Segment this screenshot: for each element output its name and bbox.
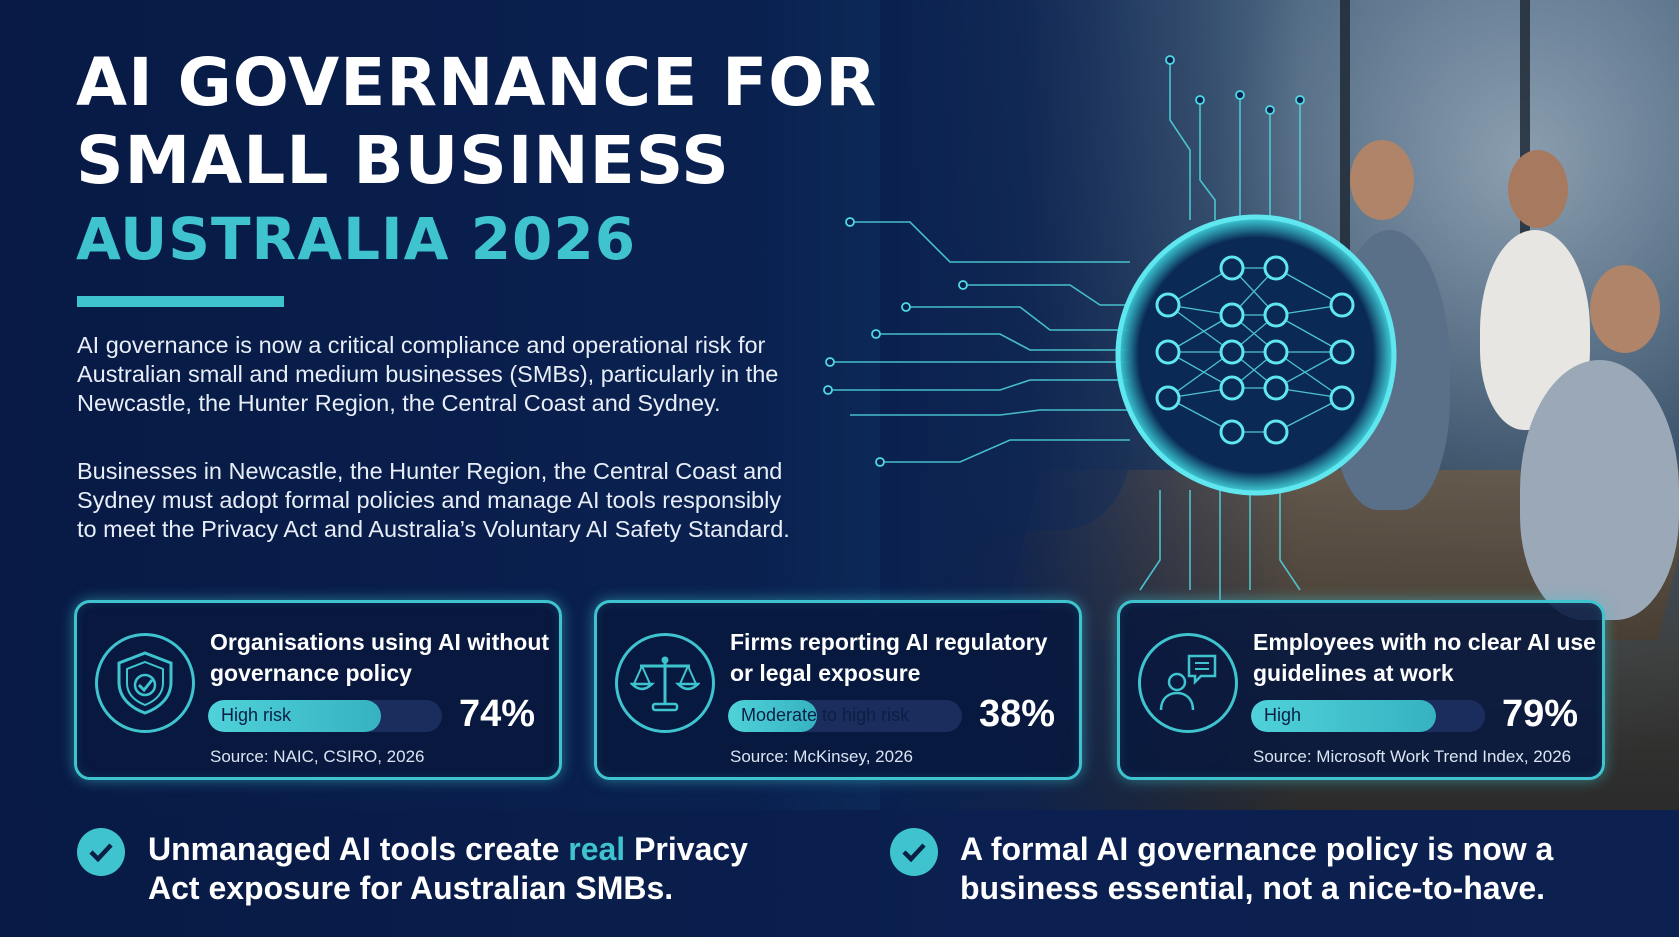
stat-title: Firms reporting AI regulatory or legal e… xyxy=(730,629,1048,686)
stat-source: Source: NAIC, CSIRO, 2026 xyxy=(210,747,425,766)
person-head xyxy=(1508,150,1568,228)
stat-card-legal-exposure: Firms reporting AI regulatory or legal e… xyxy=(594,600,1082,780)
intro-paragraph-1: AI governance is now a critical complian… xyxy=(77,332,779,416)
stat-source: Source: Microsoft Work Trend Index, 2026 xyxy=(1253,747,1572,766)
title-line-1: AI GOVERNANCE FOR xyxy=(76,44,878,121)
stat-card-ai-guidelines: Employees with no clear AI use guideline… xyxy=(1117,600,1605,780)
risk-bar: Moderate to high risk xyxy=(728,700,962,732)
title-line-2: SMALL BUSINESS xyxy=(76,122,730,199)
risk-bar: High risk xyxy=(208,700,442,732)
risk-label: Moderate to high risk xyxy=(741,705,910,725)
takeaway-privacy-exposure: Unmanaged AI tools create real Privacy A… xyxy=(148,830,788,908)
stat-percentage: 74% xyxy=(458,693,535,735)
stat-percentage: 38% xyxy=(978,693,1055,735)
person-seated-man xyxy=(1520,360,1679,620)
takeaways-band xyxy=(0,810,1679,937)
risk-bar-fill xyxy=(208,700,382,732)
checkmark-icon xyxy=(890,828,938,876)
window-frame xyxy=(1520,0,1530,250)
risk-bar-fill xyxy=(728,700,817,732)
window-frame xyxy=(1340,0,1350,250)
shield-check-icon xyxy=(95,633,195,733)
stat-percentage: 79% xyxy=(1501,693,1578,735)
takeaway-text: Unmanaged AI tools create xyxy=(148,831,569,867)
takeaway-policy-essential: A formal AI governance policy is now a b… xyxy=(960,831,1554,906)
risk-bar-fill xyxy=(1251,700,1436,732)
risk-bar: High xyxy=(1251,700,1485,732)
stat-title: Employees with no clear AI use guideline… xyxy=(1253,629,1596,686)
stat-title: Organisations using AI without governanc… xyxy=(210,629,550,686)
person-standing-man xyxy=(1330,230,1450,510)
person-chat-icon xyxy=(1138,633,1238,733)
person-head xyxy=(1350,140,1414,220)
person-head xyxy=(1590,265,1660,353)
risk-label: High xyxy=(1264,705,1302,725)
checkmark-icon xyxy=(77,828,125,876)
intro-paragraph-2: Businesses in Newcastle, the Hunter Regi… xyxy=(77,458,790,542)
stat-source: Source: McKinsey, 2026 xyxy=(730,747,913,766)
takeaway-text: Privacy Act exposure for Australian SMBs… xyxy=(148,831,748,906)
accent-divider xyxy=(77,296,284,307)
takeaway-highlight: real xyxy=(568,831,626,867)
scales-icon xyxy=(615,633,715,733)
stat-card-governance-policy: Organisations using AI without governanc… xyxy=(74,600,562,780)
main-title: AI GOVERNANCE FOR SMALL BUSINESS xyxy=(76,44,877,200)
subtitle: AUSTRALIA 2026 xyxy=(76,205,637,273)
risk-label: High risk xyxy=(221,705,292,725)
